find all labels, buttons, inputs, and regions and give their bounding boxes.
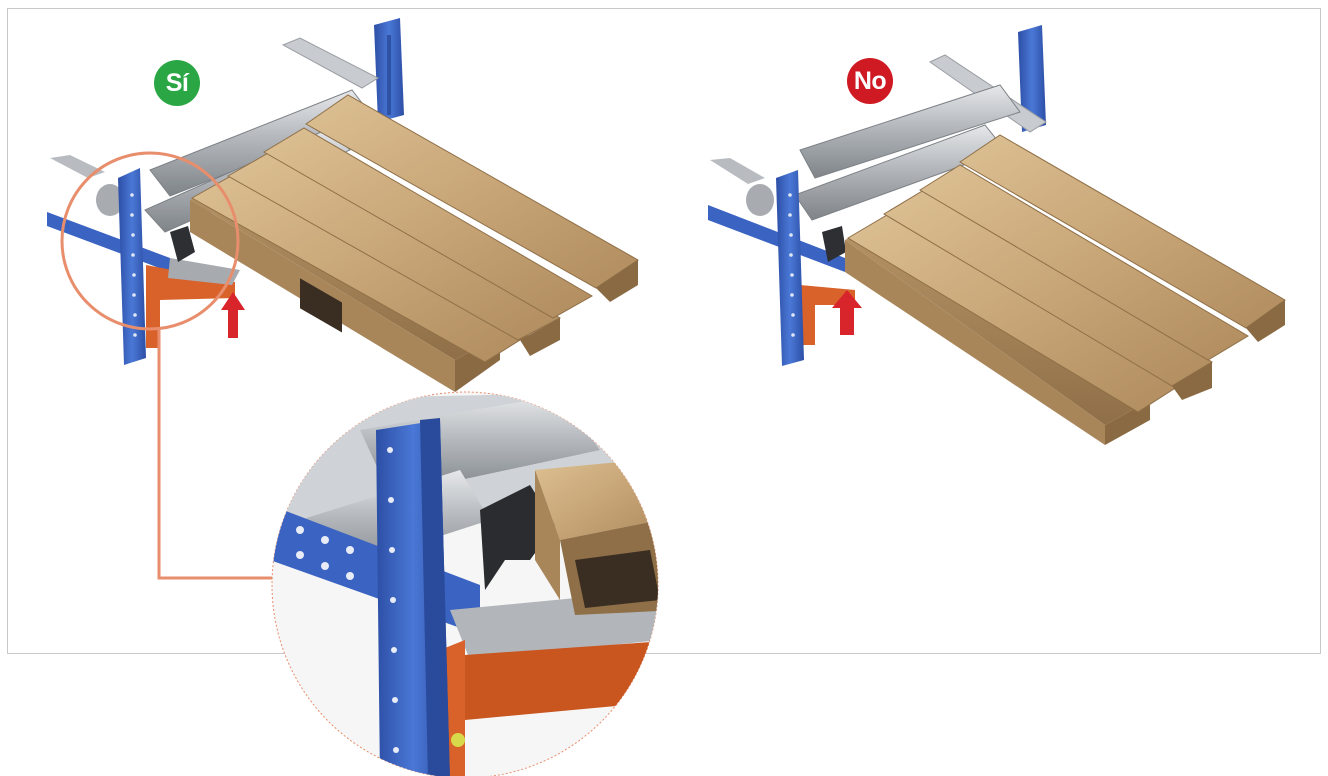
- up-arrow-icon: [221, 292, 245, 338]
- front-upright: [118, 168, 146, 365]
- no-badge: No: [847, 58, 893, 104]
- pallet-stop: [170, 226, 195, 262]
- incorrect-assembly: [708, 25, 1286, 445]
- rear-upright: [374, 18, 404, 122]
- highlight-circle: [60, 151, 240, 331]
- yes-badge: Sí: [154, 60, 200, 106]
- zoom-detail: [271, 391, 659, 776]
- pallet-incorrect: [845, 134, 1286, 445]
- correct-assembly: [47, 18, 639, 580]
- top-rail: [281, 37, 380, 89]
- pallet-correct: [190, 94, 639, 392]
- stop-bracket: [146, 265, 235, 348]
- connector-line: [157, 329, 280, 580]
- up-arrow-icon: [832, 290, 862, 335]
